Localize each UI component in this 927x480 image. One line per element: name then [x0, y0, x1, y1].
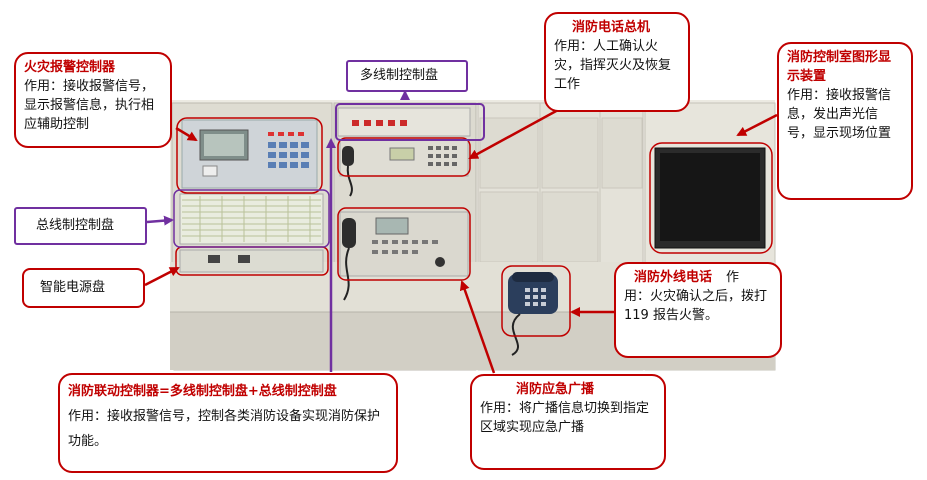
callout-title: 总线制控制盘 — [36, 218, 115, 233]
callout-multiline-panel: 多线制控制盘 — [346, 60, 468, 92]
callout-title: 消防联动控制器=多线制控制盘+总线制控制盘 — [68, 384, 337, 399]
callout-fire-phone-host: 消防电话总机 作用：人工确认火灾，指挥灭火及恢复工作 — [544, 12, 690, 112]
callout-desc: 作用：接收报警信号，显示报警信息，执行相应辅助控制 — [24, 79, 155, 132]
callout-desc: 作用：将广播信息切换到指定区域实现应急广播 — [480, 401, 650, 435]
callout-emergency-broadcast: 消防应急广播 作用：将广播信息切换到指定区域实现应急广播 — [470, 374, 666, 470]
callout-desc: 作用：接收报警信息，发出声光信号，显示现场位置 — [787, 88, 892, 141]
callout-desc: 作用：人工确认火灾，指挥灭火及恢复工作 — [554, 39, 672, 92]
callout-bus-panel: 总线制控制盘 — [14, 207, 147, 245]
callout-title: 多线制控制盘 — [360, 68, 439, 83]
callout-title: 火灾报警控制器 — [24, 60, 116, 75]
callout-desc: 作用：接收报警信号，控制各类消防设备实现消防保护功能。 — [68, 409, 381, 449]
callout-title: 消防电话总机 — [572, 20, 651, 35]
callout-title: 消防外线电话 — [634, 270, 713, 285]
callout-graphic-display: 消防控制室图形显示装置 作用：接收报警信息，发出声光信号，显示现场位置 — [777, 42, 913, 200]
callout-title: 智能电源盘 — [40, 280, 106, 295]
callout-desc: 用：火灾确认之后，拨打 119 报告火警。 — [624, 289, 768, 323]
callout-title: 消防应急广播 — [516, 382, 595, 397]
callout-title: 消防控制室图形显示装置 — [787, 50, 892, 84]
callout-power-panel: 智能电源盘 — [22, 268, 145, 308]
callout-desc-head: 作 — [726, 270, 740, 285]
callout-external-phone: 消防外线电话作 用：火灾确认之后，拨打 119 报告火警。 — [614, 262, 782, 358]
callout-linkage-controller: 消防联动控制器=多线制控制盘+总线制控制盘 作用：接收报警信号，控制各类消防设备… — [58, 373, 398, 473]
callout-fire-alarm-controller: 火灾报警控制器 作用：接收报警信号，显示报警信息，执行相应辅助控制 — [14, 52, 172, 148]
